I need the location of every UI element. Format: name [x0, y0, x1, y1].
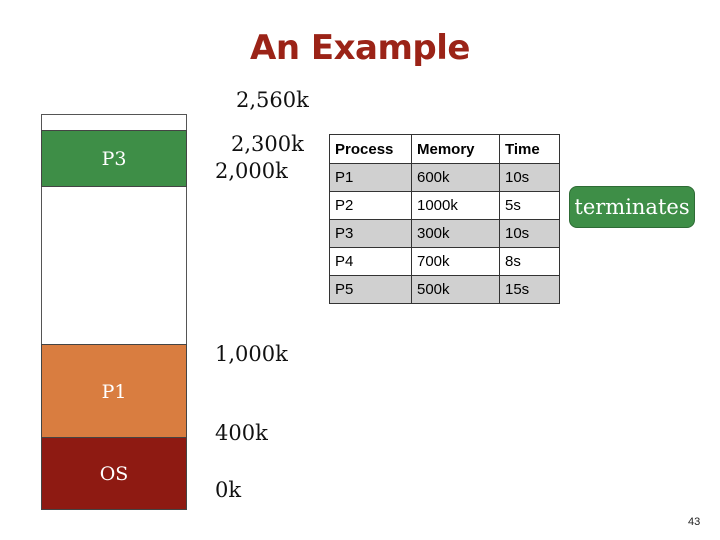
memory-diagram: P3 P1 OS	[41, 114, 187, 510]
memory-block-os: OS	[41, 437, 187, 510]
cell-time: 5s	[499, 191, 560, 220]
table-row: P3 300k 10s	[329, 219, 560, 248]
cell-time: 15s	[499, 275, 560, 304]
cell-memory: 700k	[411, 247, 500, 276]
slide-title: An Example	[250, 28, 470, 68]
cell-process: P1	[329, 163, 412, 192]
table-row: P1 600k 10s	[329, 163, 560, 192]
address-label-2000k: 2,000k	[215, 159, 288, 183]
terminates-badge: terminates	[569, 186, 695, 228]
address-label-2560k: 2,560k	[236, 88, 309, 112]
column-header-time: Time	[499, 134, 560, 164]
cell-process: P2	[329, 191, 412, 220]
cell-memory: 1000k	[411, 191, 500, 220]
table-row: P2 1000k 5s	[329, 191, 560, 220]
address-label-1000k: 1,000k	[215, 342, 288, 366]
column-header-memory: Memory	[411, 134, 500, 164]
address-label-400k: 400k	[215, 421, 268, 445]
address-label-2300k: 2,300k	[231, 132, 304, 156]
table-row: P5 500k 15s	[329, 275, 560, 304]
memory-block-p3: P3	[41, 130, 187, 187]
memory-block-p1: P1	[41, 344, 187, 439]
cell-time: 10s	[499, 219, 560, 248]
page-number: 43	[688, 516, 701, 528]
process-table: Process Memory Time P1 600k 10s P2 1000k…	[329, 134, 560, 304]
column-header-process: Process	[329, 134, 412, 164]
cell-process: P3	[329, 219, 412, 248]
cell-memory: 300k	[411, 219, 500, 248]
cell-memory: 600k	[411, 163, 500, 192]
cell-time: 10s	[499, 163, 560, 192]
cell-process: P4	[329, 247, 412, 276]
cell-memory: 500k	[411, 275, 500, 304]
table-header-row: Process Memory Time	[329, 134, 560, 164]
cell-time: 8s	[499, 247, 560, 276]
table-row: P4 700k 8s	[329, 247, 560, 276]
cell-process: P5	[329, 275, 412, 304]
address-label-0k: 0k	[215, 478, 242, 502]
